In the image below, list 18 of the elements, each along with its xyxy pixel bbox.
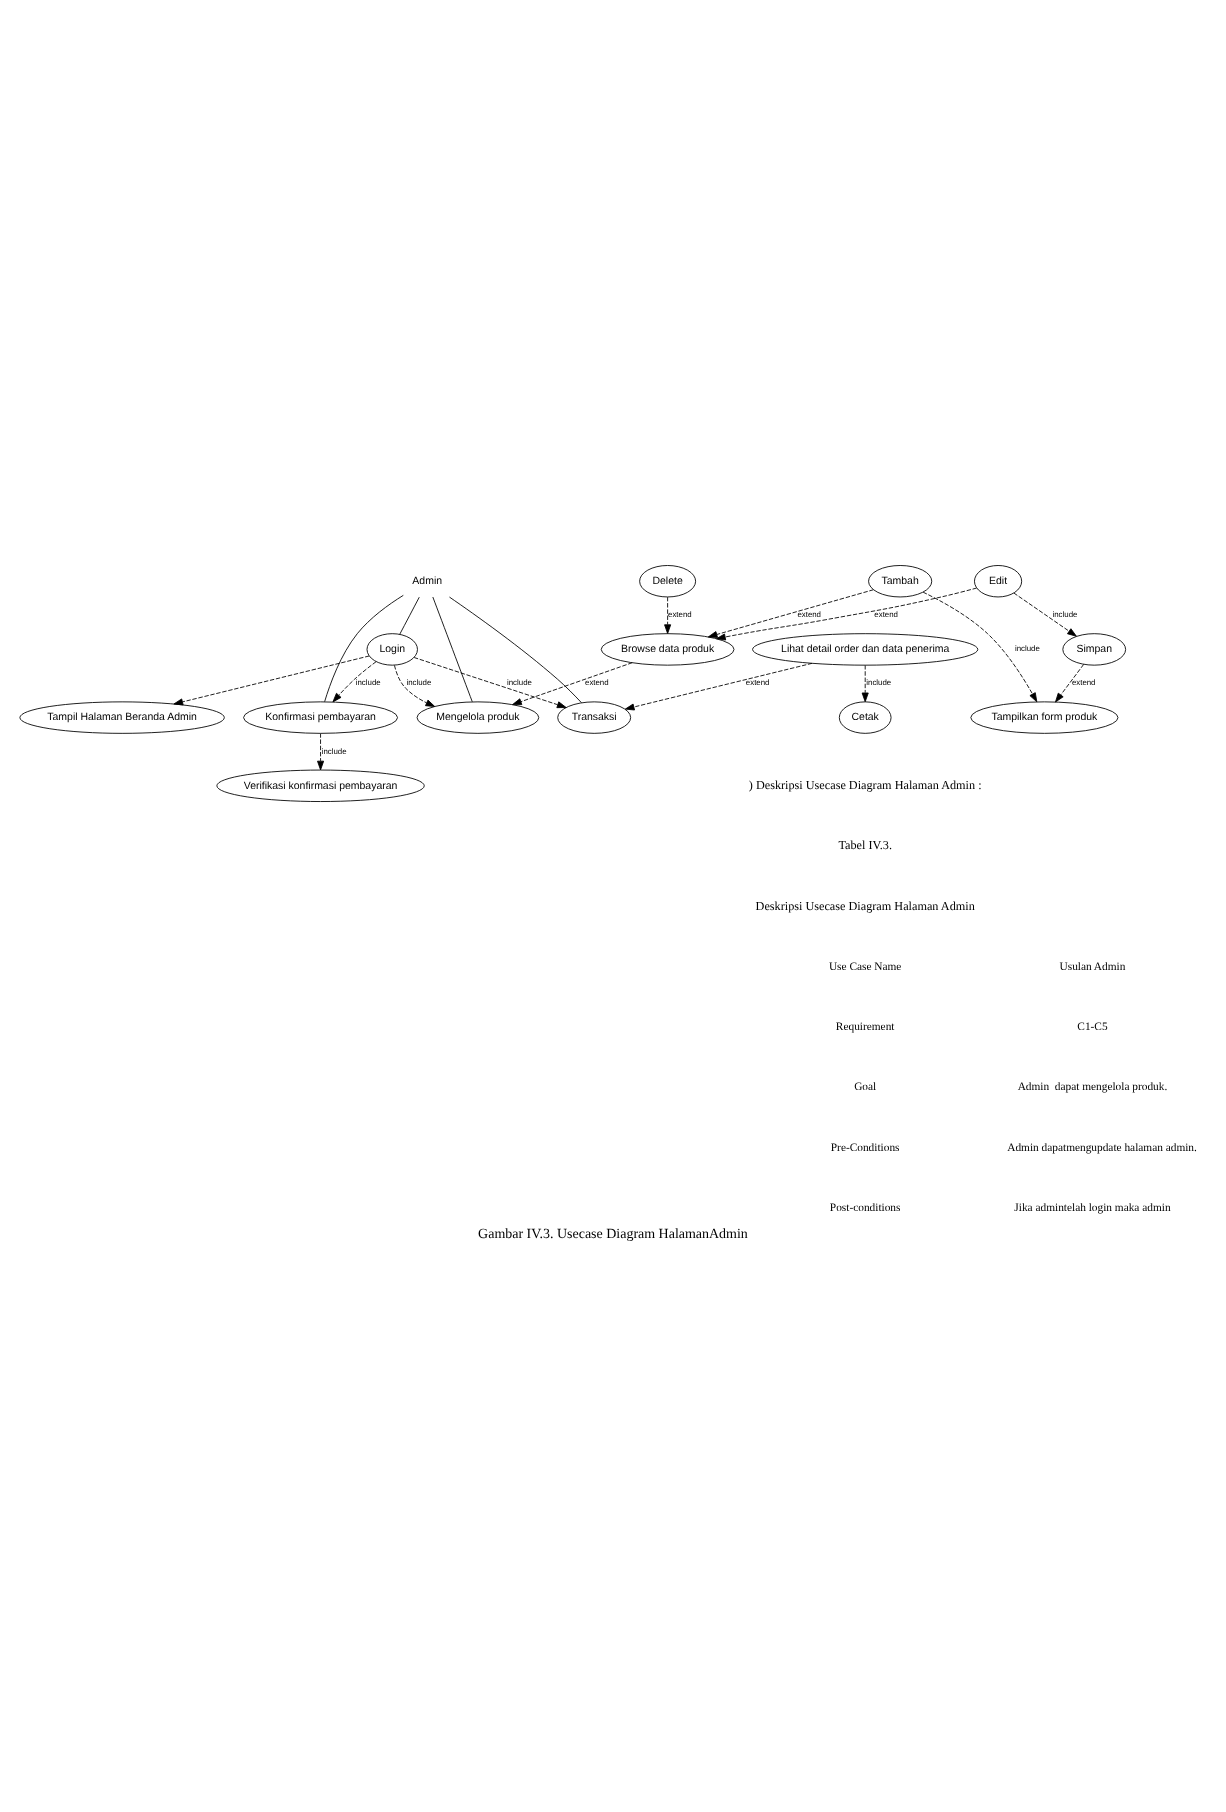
connector xyxy=(432,596,473,703)
connector xyxy=(449,596,582,704)
arrow xyxy=(861,664,869,703)
arrow xyxy=(317,733,325,771)
arrow xyxy=(1013,592,1077,637)
arrow xyxy=(664,596,672,634)
connector xyxy=(324,594,404,703)
arrow xyxy=(413,657,567,709)
arrow xyxy=(332,661,377,703)
arrow xyxy=(624,662,813,711)
arrow xyxy=(922,591,1038,703)
arrow xyxy=(512,662,633,706)
arrow xyxy=(394,664,436,707)
arrow xyxy=(716,587,977,641)
arrow xyxy=(1055,663,1085,703)
connector xyxy=(399,596,420,635)
arrow xyxy=(173,655,370,706)
arrow xyxy=(707,589,874,638)
